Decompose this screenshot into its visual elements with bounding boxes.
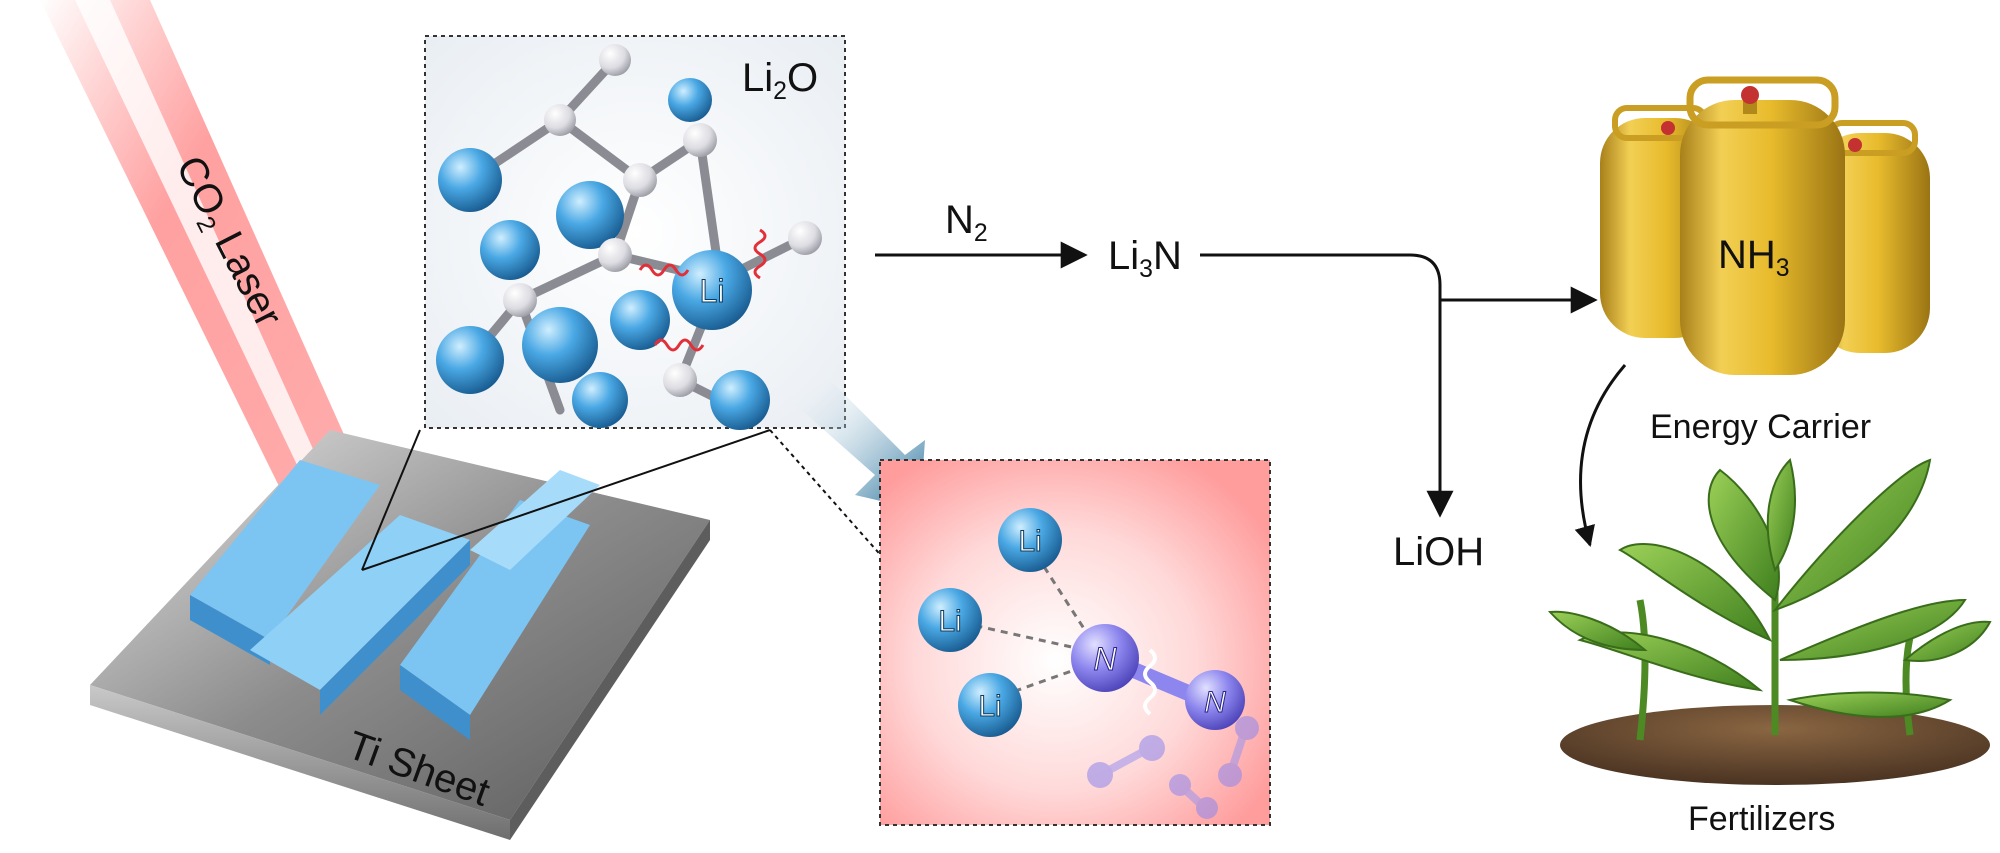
reaction-li-label-1: Li [1018,525,1041,558]
reaction-arrows [875,241,1627,548]
n-atom-2 [1185,670,1245,730]
li2o-formula: Li2O [742,56,819,105]
fertilizers-caption: Fertilizers [1688,800,1836,838]
background-n2-molecules [1087,716,1259,819]
reaction-li-label-2: Li [938,605,961,638]
reaction-panel [879,459,1271,826]
fertilizer-arrow [1574,364,1627,548]
vibration-waves [638,228,767,352]
plants-in-soil [1547,458,1992,785]
porous-pattern [190,460,600,740]
o-atoms [503,44,822,397]
zoom-li-label: Li [700,273,725,309]
li2o-zoom-panel [424,35,846,430]
gas-tanks [1600,76,1930,375]
n-atom-1 [1071,624,1139,692]
li-atoms [436,78,770,430]
energy-carrier-caption: Energy Carrier [1650,408,1872,446]
reaction-li-label-3: Li [978,690,1001,723]
nitrogen-label-1: N [1093,641,1117,677]
nh3-label: NH3 [1718,233,1790,282]
li-atom-2 [918,588,982,652]
atom-labels: Li Li Li Li N N [699,273,1227,724]
lioh-label: LiOH [1393,530,1485,574]
highlighted-li-atom [672,250,752,330]
li3n-label: Li3N [1108,234,1182,283]
zoom-guide-lines [361,429,886,571]
soil [1560,705,1990,785]
nitrogen-label-2: N [1204,686,1226,719]
li-atom-1 [998,508,1062,572]
n2-label: N2 [945,198,988,247]
main-tank [1680,100,1845,375]
bond-vibration-wave [1143,648,1157,716]
liOH-arrow [1200,253,1454,518]
li-atom-3 [958,673,1022,737]
